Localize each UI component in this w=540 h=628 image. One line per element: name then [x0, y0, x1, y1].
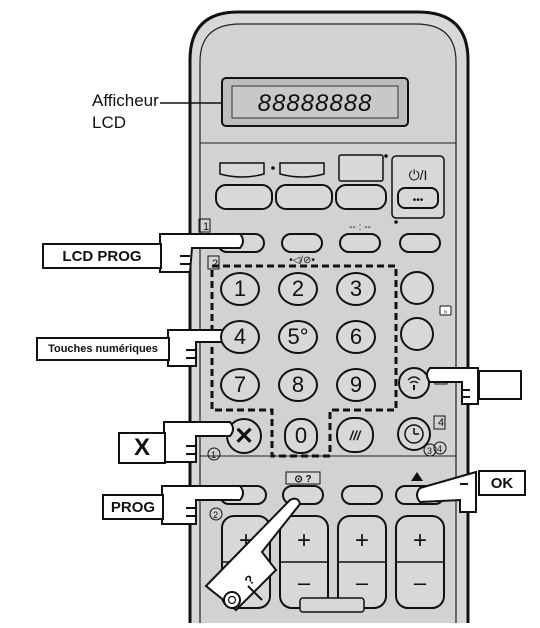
- plus-2[interactable]: +: [297, 527, 311, 554]
- top-tab-3: [338, 154, 384, 182]
- lcd-label-line1: Afficheur: [92, 91, 159, 110]
- power-icon[interactable]: ⏻/I: [409, 167, 428, 183]
- right-round-button-1[interactable]: [400, 271, 434, 305]
- hand-timer-badge: [223, 591, 241, 609]
- callout-teletext: [478, 370, 522, 400]
- numeric-key-3[interactable]: 4: [220, 320, 260, 354]
- color-button-2[interactable]: [275, 184, 333, 210]
- slash-label: ///: [349, 428, 362, 443]
- lcd-label: Afficheur LCD: [92, 90, 159, 134]
- numeric-key-8[interactable]: 9: [336, 368, 376, 402]
- hand-timer-icon: [204, 497, 302, 612]
- hand-prog-icon: [161, 485, 244, 525]
- teletext-button[interactable]: [398, 367, 430, 399]
- numeric-dashed-outline: [210, 264, 398, 458]
- numeric-key-9[interactable]: 0: [284, 418, 318, 454]
- timer-label-box: [285, 471, 321, 485]
- right-round-button-2[interactable]: [400, 317, 434, 351]
- marker-1: 1: [203, 221, 209, 233]
- top-tab-2: [279, 162, 325, 178]
- dots-label: •••: [413, 195, 424, 206]
- numeric-key-2[interactable]: 3: [336, 272, 376, 306]
- dash-label: -- : --: [349, 222, 371, 233]
- teletext-button-icon: [407, 376, 421, 390]
- cancel-icon: ✕: [234, 423, 254, 450]
- marker-4b: 4: [437, 444, 442, 454]
- mute-label: •◁/⊘•: [289, 255, 315, 266]
- numeric-key-1[interactable]: 2: [278, 272, 318, 306]
- hand-cancel-icon: [163, 421, 234, 463]
- lcd-label-line2: LCD: [92, 113, 127, 132]
- right-oval-button[interactable]: [399, 233, 441, 253]
- clock-button[interactable]: [339, 233, 381, 253]
- clock-icon: [404, 424, 424, 444]
- numeric-key-0[interactable]: 1: [220, 272, 260, 306]
- plus-3[interactable]: +: [355, 527, 369, 554]
- lcd-digits: 88888888: [258, 90, 373, 117]
- callout-x: X: [118, 432, 166, 464]
- numeric-key-4[interactable]: 5°: [278, 320, 318, 354]
- minus-3[interactable]: –: [356, 570, 369, 595]
- color-button-3[interactable]: [335, 184, 387, 210]
- minus-4[interactable]: –: [414, 570, 427, 595]
- plus-4[interactable]: +: [413, 527, 427, 554]
- marker-c2: 2: [213, 510, 218, 520]
- ff-icon: [439, 305, 452, 316]
- callout-lcd-prog: LCD PROG: [42, 243, 162, 269]
- hand-ok-icon: [416, 470, 477, 513]
- top-tab-1: [219, 162, 265, 178]
- callout-ok: OK: [478, 470, 526, 496]
- marker-c3: 3: [427, 446, 432, 456]
- dots-button[interactable]: [397, 187, 439, 209]
- callout-prog: PROG: [102, 494, 164, 520]
- lcd-screen: [231, 85, 399, 119]
- hand-teletext-icon: [426, 367, 479, 405]
- minus-2[interactable]: –: [298, 570, 311, 595]
- marker-c1: 1: [211, 450, 216, 460]
- numeric-key-7[interactable]: 8: [278, 368, 318, 402]
- svg-text:»: »: [444, 309, 448, 316]
- marker-2: 2: [212, 258, 218, 270]
- bottom-slot: [299, 597, 365, 613]
- up-arrow-icon: [411, 472, 423, 481]
- timer-label: ⊙ ?: [294, 474, 311, 485]
- slash-button[interactable]: [336, 417, 374, 453]
- numeric-key-6[interactable]: 7: [220, 368, 260, 402]
- blank-oval-button[interactable]: [341, 485, 383, 505]
- marker-4: 4: [438, 417, 444, 429]
- color-button-1[interactable]: [215, 184, 273, 210]
- hand-lcd-prog-icon: [159, 233, 244, 273]
- mute-button[interactable]: [281, 233, 323, 253]
- numeric-key-5[interactable]: 6: [336, 320, 376, 354]
- callout-touches: Touches numériques: [36, 337, 170, 361]
